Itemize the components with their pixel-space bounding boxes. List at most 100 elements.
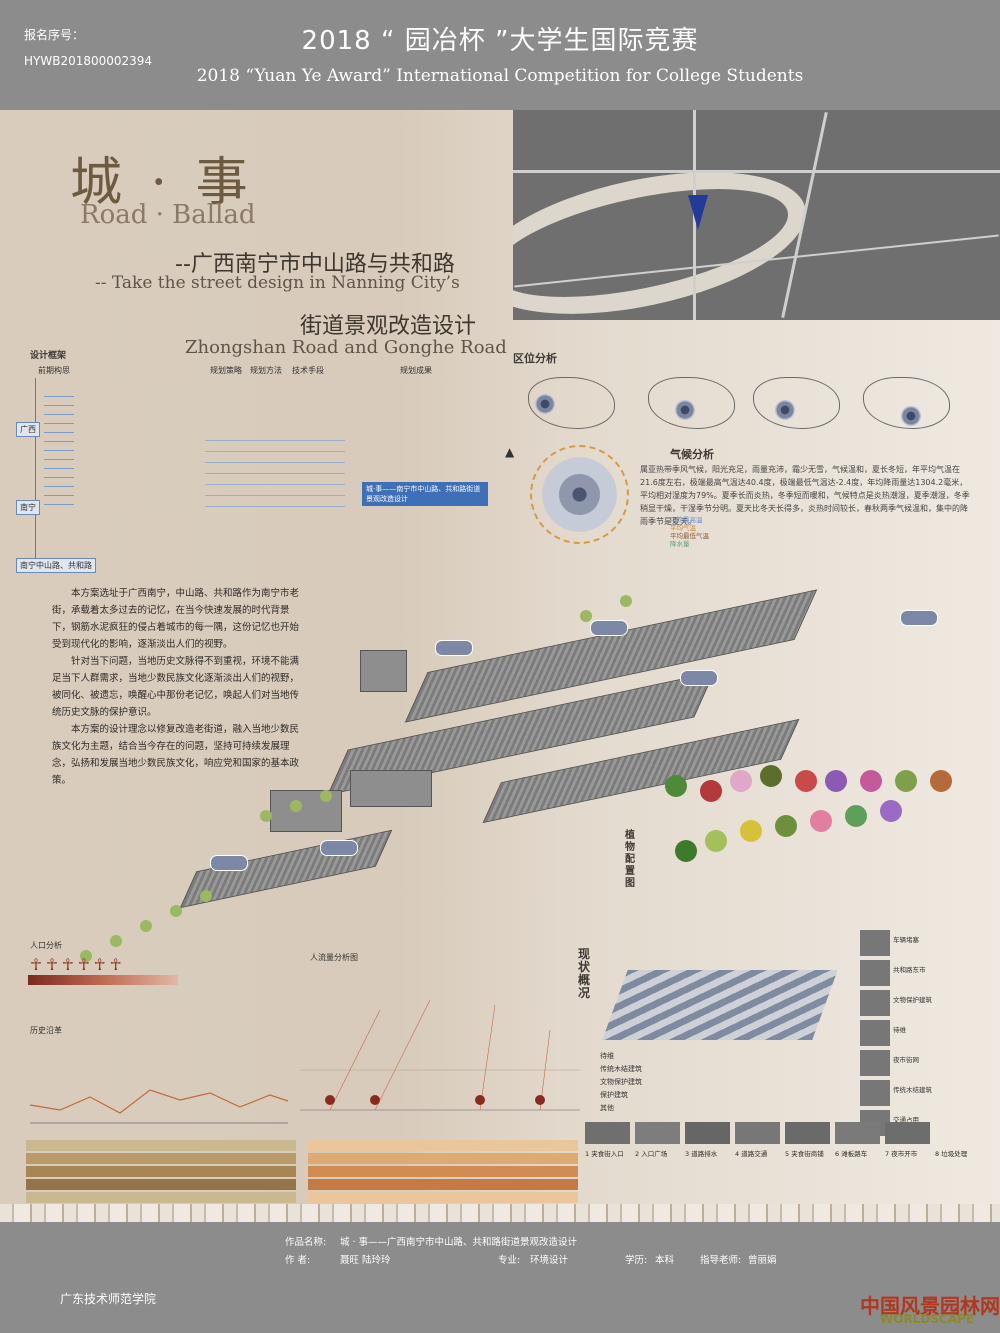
description-paragraph: 针对当下问题，当地历史文脉得不到重视，环境不能满足当下人群需求，当地少数民族文化… [52,656,300,718]
target-icon [535,394,555,414]
english-title: Road · Ballad [80,200,256,230]
framework-col: 规划成果 [400,366,432,375]
person-icon: ☥☥☥☥☥☥ [30,955,126,974]
region-map-guangxi [648,377,735,429]
problem-label: 4 道路交通 [735,1150,768,1158]
map-road [513,170,1000,173]
callout-tag [590,620,628,636]
region-map-district [863,377,950,429]
plant-swatch [700,780,722,802]
population-title: 人口分析 [30,941,62,950]
legend-item: 文物保护建筑 [600,1078,642,1086]
subtitle-zh: --广西南宁市中山路与共和路 [175,252,455,277]
tree-icon [290,800,302,812]
target-icon [775,400,795,420]
callout-tag [435,640,473,656]
registration-number: HYWB201800002394 [24,54,153,68]
photo [860,1020,890,1046]
degree: 本科 [655,1255,675,1266]
climate-title: 气候分析 [670,448,714,461]
history-timeline [30,1089,289,1124]
legend-item: 平均最高温 [670,516,703,524]
footer-bar: 广东技术师范学院 作品名称: 城 · 事——广西南宁市中山路、共和路街道景观改造… [0,1222,1000,1333]
analysis-table [8,1140,588,1220]
photo [860,1050,890,1076]
photo [835,1122,880,1144]
plant-swatch [760,765,782,787]
street-elevation [0,1204,1000,1222]
photo-caption: 文物保护建筑 [893,996,932,1004]
photo [685,1122,730,1144]
problem-label: 8 垃圾处理 [935,1150,968,1158]
framework-node: 南宁中山路、共和路 [16,558,96,573]
plant-swatch [740,820,762,842]
photo-caption: 待维 [893,1026,906,1034]
tree-icon [170,905,182,917]
teacher: 曾丽娟 [748,1255,777,1266]
problem-label: 3 道路排水 [685,1150,718,1158]
site-map [513,110,1000,320]
plant-swatch [675,840,697,862]
teacher-label: 指导老师: [700,1255,742,1266]
design-description: 本方案选址于广西南宁，中山路、共和路作为南宁市老街，承载着太多过去的记忆，在当今… [52,585,300,789]
climate-legend: 平均最高温 平均气温 平均最低气温 降水量 [670,516,709,548]
framework-col: 规划策略 [210,366,242,375]
problem-label: 6 滩板路车 [835,1150,868,1158]
header-bar: 报名序号： HYWB201800002394 2018 “ 园冶杯 ”大学生国际… [0,0,1000,110]
tree-icon [580,610,592,622]
tree-icon [200,890,212,902]
framework-col: 前期构思 [38,366,70,375]
legend-item: 待维 [600,1052,614,1060]
status-legend: 待维 传统木结建筑 文物保护建筑 保护建筑 其他 [600,1050,642,1115]
framework-tree [35,378,158,563]
status-title: 现状概况 [578,947,591,1000]
competition-title-zh: 2018 “ 园冶杯 ”大学生国际竞赛 [301,26,699,56]
registration-label: 报名序号： [24,28,85,42]
region-analysis [513,342,1000,429]
tree-icon [110,935,122,947]
flow-title: 人流量分析图 [310,953,358,962]
plant-swatch [930,770,952,792]
status-axon [602,970,838,1040]
competition-title-en: 2018 “Yuan Ye Award” International Compe… [196,66,804,86]
major: 环境设计 [530,1255,569,1266]
region-title: 区位分析 [513,352,557,365]
tree-icon [260,810,272,822]
callout-tag [900,610,938,626]
legend-item: 降水量 [670,540,690,548]
work-name-label: 作品名称: [285,1237,327,1248]
author-label: 作 者: [285,1255,311,1266]
photo-caption: 传统木结建筑 [893,1086,932,1094]
plant-swatch [705,830,727,852]
problem-strip: 1 夹食街入口 2 入口广场 3 道路排水 4 道路交通 5 夹食街商铺 6 滩… [585,1122,975,1212]
building-block [350,770,432,807]
photo [785,1122,830,1144]
north-arrow-icon: ▲ [505,445,515,459]
legend-item: 传统木结建筑 [600,1065,642,1073]
tree-icon [320,790,332,802]
axonometric-plan [60,540,960,962]
callout-tag [320,840,358,856]
photo [635,1122,680,1144]
legend-item: 其他 [600,1104,614,1112]
plant-swatch [810,810,832,832]
subtitle2-en: Zhongshan Road and Gonghe Road [185,337,507,358]
framework-col: 规划方法 [250,366,282,375]
flow-chart [300,999,580,1111]
problem-label: 2 入口广场 [635,1150,668,1158]
photo [885,1122,930,1144]
photo [860,960,890,986]
school-name: 广东技术师范学院 [60,1292,157,1306]
photo-caption: 车辆堵塞 [893,936,919,944]
plant-swatch [665,775,687,797]
framework-branches [205,430,345,510]
photo [860,930,890,956]
subtitle2-zh: 街道景观改造设计 [300,314,477,339]
plant-swatch [730,770,752,792]
problem-label: 7 夜市开市 [885,1150,918,1158]
plant-swatch [895,770,917,792]
framework-title: 设计框架 [30,351,67,361]
photo [585,1122,630,1144]
legend-item: 平均气温 [670,524,696,532]
problem-label: 1 夹食街入口 [585,1150,624,1158]
